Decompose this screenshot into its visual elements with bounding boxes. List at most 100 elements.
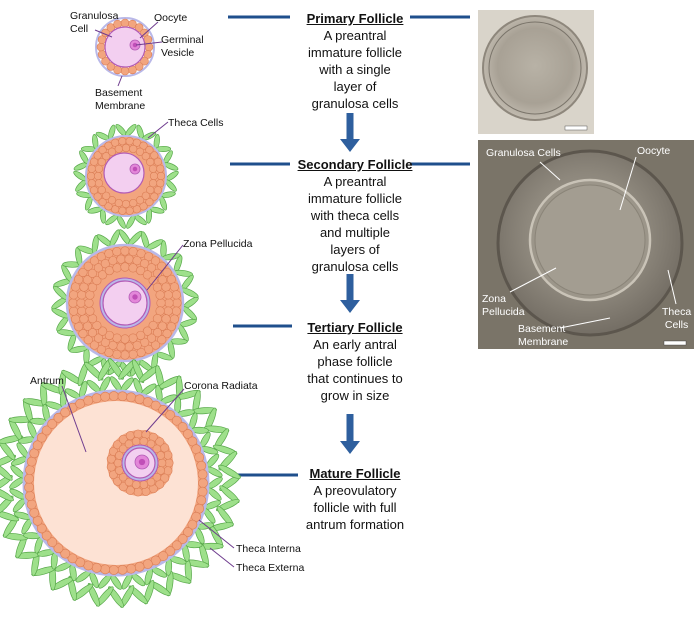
granulosa-cell [157, 275, 168, 285]
nucleolus [138, 458, 146, 466]
arrow-shaft [346, 274, 354, 300]
granulosa-cell [104, 265, 114, 276]
granulosa-cell [142, 559, 153, 569]
granulosa-cell [162, 328, 172, 339]
label-theca-cells: Theca Cells [168, 117, 224, 129]
granulosa-cell [198, 478, 208, 488]
leader-line [198, 519, 235, 549]
granulosa-cell [156, 298, 166, 308]
granulosa-cell [26, 499, 37, 510]
mature-follicle-title: Mature Follicle [309, 466, 401, 481]
granulosa-cell [187, 519, 198, 530]
corona-radiata-cell [118, 482, 128, 492]
granulosa-cell [26, 456, 37, 467]
granulosa-cell [94, 179, 104, 188]
granulosa-cell [150, 256, 161, 266]
granulosa-cell [125, 206, 134, 215]
granulosa-cell [148, 164, 158, 173]
granulosa-cell [132, 138, 141, 147]
granulosa-cell [98, 145, 107, 155]
granulosa-cell [74, 274, 84, 284]
primary-follicle-text: Primary Follicle A preantral immature fo… [282, 10, 428, 112]
down-arrow-icon [340, 139, 360, 152]
granulosa-cell [163, 290, 173, 300]
leader-line [61, 385, 87, 453]
granulosa-cell [152, 268, 163, 278]
granulosa-cell [191, 511, 202, 522]
micrograph-oocyte [534, 184, 646, 296]
label-basement-membrane: Basement Membrane [95, 87, 146, 112]
photo-leader-line [667, 269, 677, 305]
granulosa-cell [102, 152, 111, 161]
granulosa-cell [93, 192, 102, 201]
granulosa-cell [156, 171, 166, 181]
label-theca-externa: Theca Externa [236, 562, 305, 574]
granulosa-cell [84, 298, 94, 308]
granulosa-cell [98, 197, 107, 207]
leader-line [117, 75, 123, 87]
granulosa-cell [120, 246, 130, 256]
secondary-follicle-text: Secondary Follicle A preantral immature … [282, 156, 428, 275]
granulosa-cell [121, 199, 131, 209]
granulosa-cell [100, 564, 111, 575]
granulosa-cell [182, 527, 193, 537]
granulosa-cell [82, 321, 93, 331]
arrow-shaft [346, 113, 354, 139]
granulosa-cell [25, 491, 35, 501]
granulosa-cell [150, 400, 161, 411]
granulosa-cell [128, 349, 138, 359]
tertiary-follicle-text: Tertiary Follicle An early antral phase … [282, 319, 428, 404]
granulosa-cell [25, 465, 35, 475]
leader-line [135, 41, 163, 46]
granulosa-cell [152, 314, 163, 324]
granulosa-cell [89, 256, 100, 266]
granulosa-cell [78, 328, 88, 339]
granulosa-cell [121, 143, 131, 153]
leader-line [139, 21, 159, 39]
corona-radiata-cell [113, 458, 123, 468]
leader-line [146, 244, 184, 291]
granulosa-cell [93, 171, 103, 181]
oocyte [103, 152, 145, 194]
corona-radiata-cell [157, 458, 167, 468]
granulosa-cell [194, 503, 205, 514]
granulosa-cell [53, 543, 64, 554]
granulosa-cell [78, 267, 88, 278]
corona-radiata-cell [124, 477, 134, 487]
granulosa-cell [24, 473, 35, 484]
granulosa-cell [136, 330, 146, 341]
granulosa-cell [117, 564, 128, 575]
micrograph-membrane [488, 21, 582, 115]
corona-radiata-cell [163, 450, 173, 460]
theca-externa-cell [0, 463, 13, 481]
granulosa-cell [93, 333, 104, 343]
granulosa-cell [87, 282, 98, 292]
granulosa-cell [129, 198, 138, 208]
granulosa-cell [152, 282, 163, 292]
granulosa-cell [112, 333, 122, 343]
granulosa-cell [197, 486, 208, 497]
granulosa-cell [29, 507, 40, 518]
granulosa-cell [142, 270, 153, 280]
granulosa-cell [82, 275, 93, 285]
photo-label-granulosa-cells: Granulosa Cells [486, 147, 561, 159]
granulosa-cell [118, 206, 127, 215]
granulosa-cell [60, 548, 71, 559]
granulosa-cell [142, 326, 153, 336]
granulosa-cell [150, 340, 161, 350]
granulosa-cell [126, 392, 137, 403]
granulosa-cell [91, 562, 102, 573]
granulosa-cell [47, 537, 58, 548]
granulosa-cell [128, 333, 138, 343]
corona-radiata-cell [131, 437, 141, 446]
theca-externa-cell [0, 487, 14, 502]
granulosa-cell [155, 290, 165, 300]
granulosa-cell [177, 422, 188, 432]
granulosa-cell [108, 391, 119, 401]
granulosa-cell [146, 333, 157, 343]
granulosa-cell [146, 185, 155, 195]
granulosa-cell [164, 298, 174, 308]
granulosa-cell [140, 259, 150, 269]
granulosa-cell [140, 56, 149, 66]
leader-line [145, 388, 185, 433]
